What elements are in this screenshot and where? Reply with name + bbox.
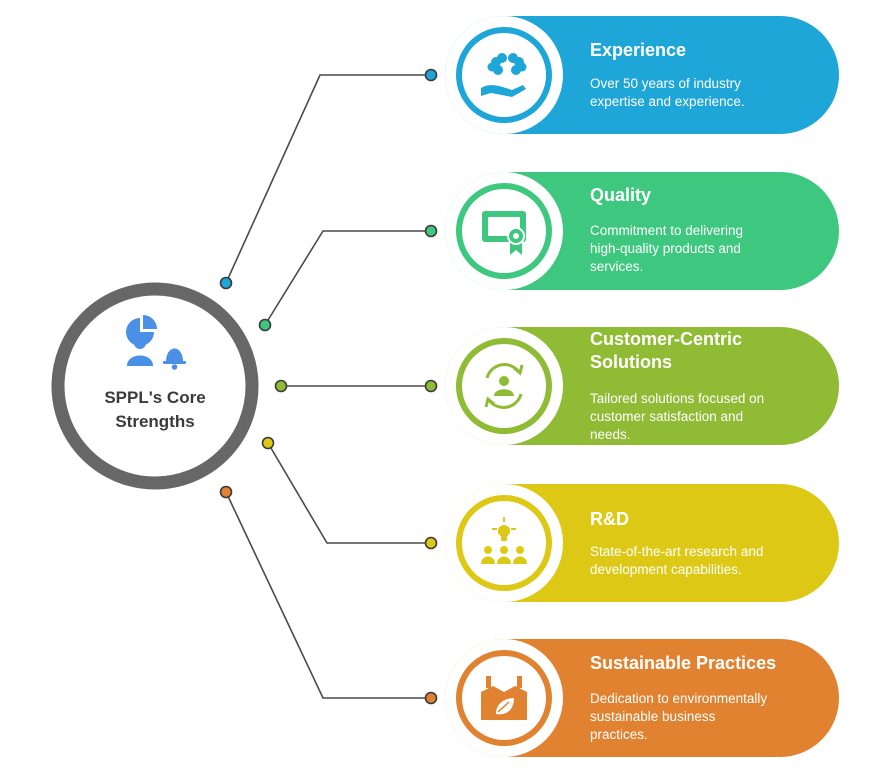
connector-sustainable <box>225 491 431 699</box>
sustainable-title: Sustainable Practices <box>590 653 777 673</box>
factory-leaf-icon <box>481 676 527 720</box>
connector-dot <box>424 691 438 705</box>
desc-line: State-of-the-art research and <box>590 544 764 559</box>
connector-experience <box>225 74 431 284</box>
connector-dot <box>424 379 438 393</box>
badge-inner <box>462 501 546 585</box>
title-line: Customer-Centric <box>590 329 743 349</box>
desc-line: sustainable business <box>590 709 716 724</box>
connector-dot <box>424 536 438 550</box>
desc-line: expertise and experience. <box>590 94 745 109</box>
quality-title: Quality <box>590 185 652 205</box>
card-customer-centric <box>424 327 839 445</box>
desc-line: services. <box>590 259 644 274</box>
hub-dot-sustainable <box>219 485 233 499</box>
connector-quality <box>264 230 431 326</box>
badge-inner <box>462 33 546 117</box>
customer-centric-description: Tailored solutions focused on customer s… <box>590 390 805 444</box>
desc-line: development capabilities. <box>590 562 742 577</box>
title-line: Solutions <box>590 352 672 372</box>
connector-dot <box>424 224 438 238</box>
customer-centric-title: Customer-Centric Solutions <box>590 328 810 374</box>
hub-dot-customer <box>274 379 288 393</box>
desc-line: Tailored solutions focused on <box>590 391 765 406</box>
connector-dot <box>424 68 438 82</box>
desc-line: Commitment to delivering <box>590 223 744 238</box>
hub-title: SPPL's Core Strengths <box>80 386 230 434</box>
quality-description: Commitment to delivering high-quality pr… <box>590 222 805 276</box>
hub-title-line-1: SPPL's Core <box>104 388 206 407</box>
card-experience <box>424 16 839 134</box>
rnd-title: R&D <box>590 509 629 529</box>
hub-dot-quality <box>258 318 272 332</box>
hub-ring <box>51 282 259 490</box>
desc-line: Dedication to environmentally <box>590 691 768 706</box>
desc-line: Over 50 years of industry <box>590 76 741 91</box>
card-quality <box>424 172 839 290</box>
experience-title: Experience <box>590 40 687 60</box>
desc-line: high-quality products and <box>590 241 741 256</box>
people-chart-bell-icon <box>126 315 186 370</box>
card-sustainable <box>424 639 839 757</box>
connector-rnd <box>267 442 431 544</box>
hub-title-line-2: Strengths <box>115 412 195 431</box>
hub-dot-rnd <box>261 436 275 450</box>
customer-cycle-icon <box>484 363 524 409</box>
brain-hand-icon <box>481 53 527 97</box>
rnd-description: State-of-the-art research and developmen… <box>590 543 805 579</box>
desc-line: needs. <box>590 427 631 442</box>
sustainable-description: Dedication to environmentally sustainabl… <box>590 690 805 744</box>
card-rnd <box>424 484 839 602</box>
desc-line: practices. <box>590 727 648 742</box>
hub-dot-experience <box>219 276 233 290</box>
experience-description: Over 50 years of industry expertise and … <box>590 75 805 111</box>
lightbulb-team-icon <box>481 517 527 564</box>
certificate-icon <box>482 211 526 255</box>
desc-line: customer satisfaction and <box>590 409 744 424</box>
